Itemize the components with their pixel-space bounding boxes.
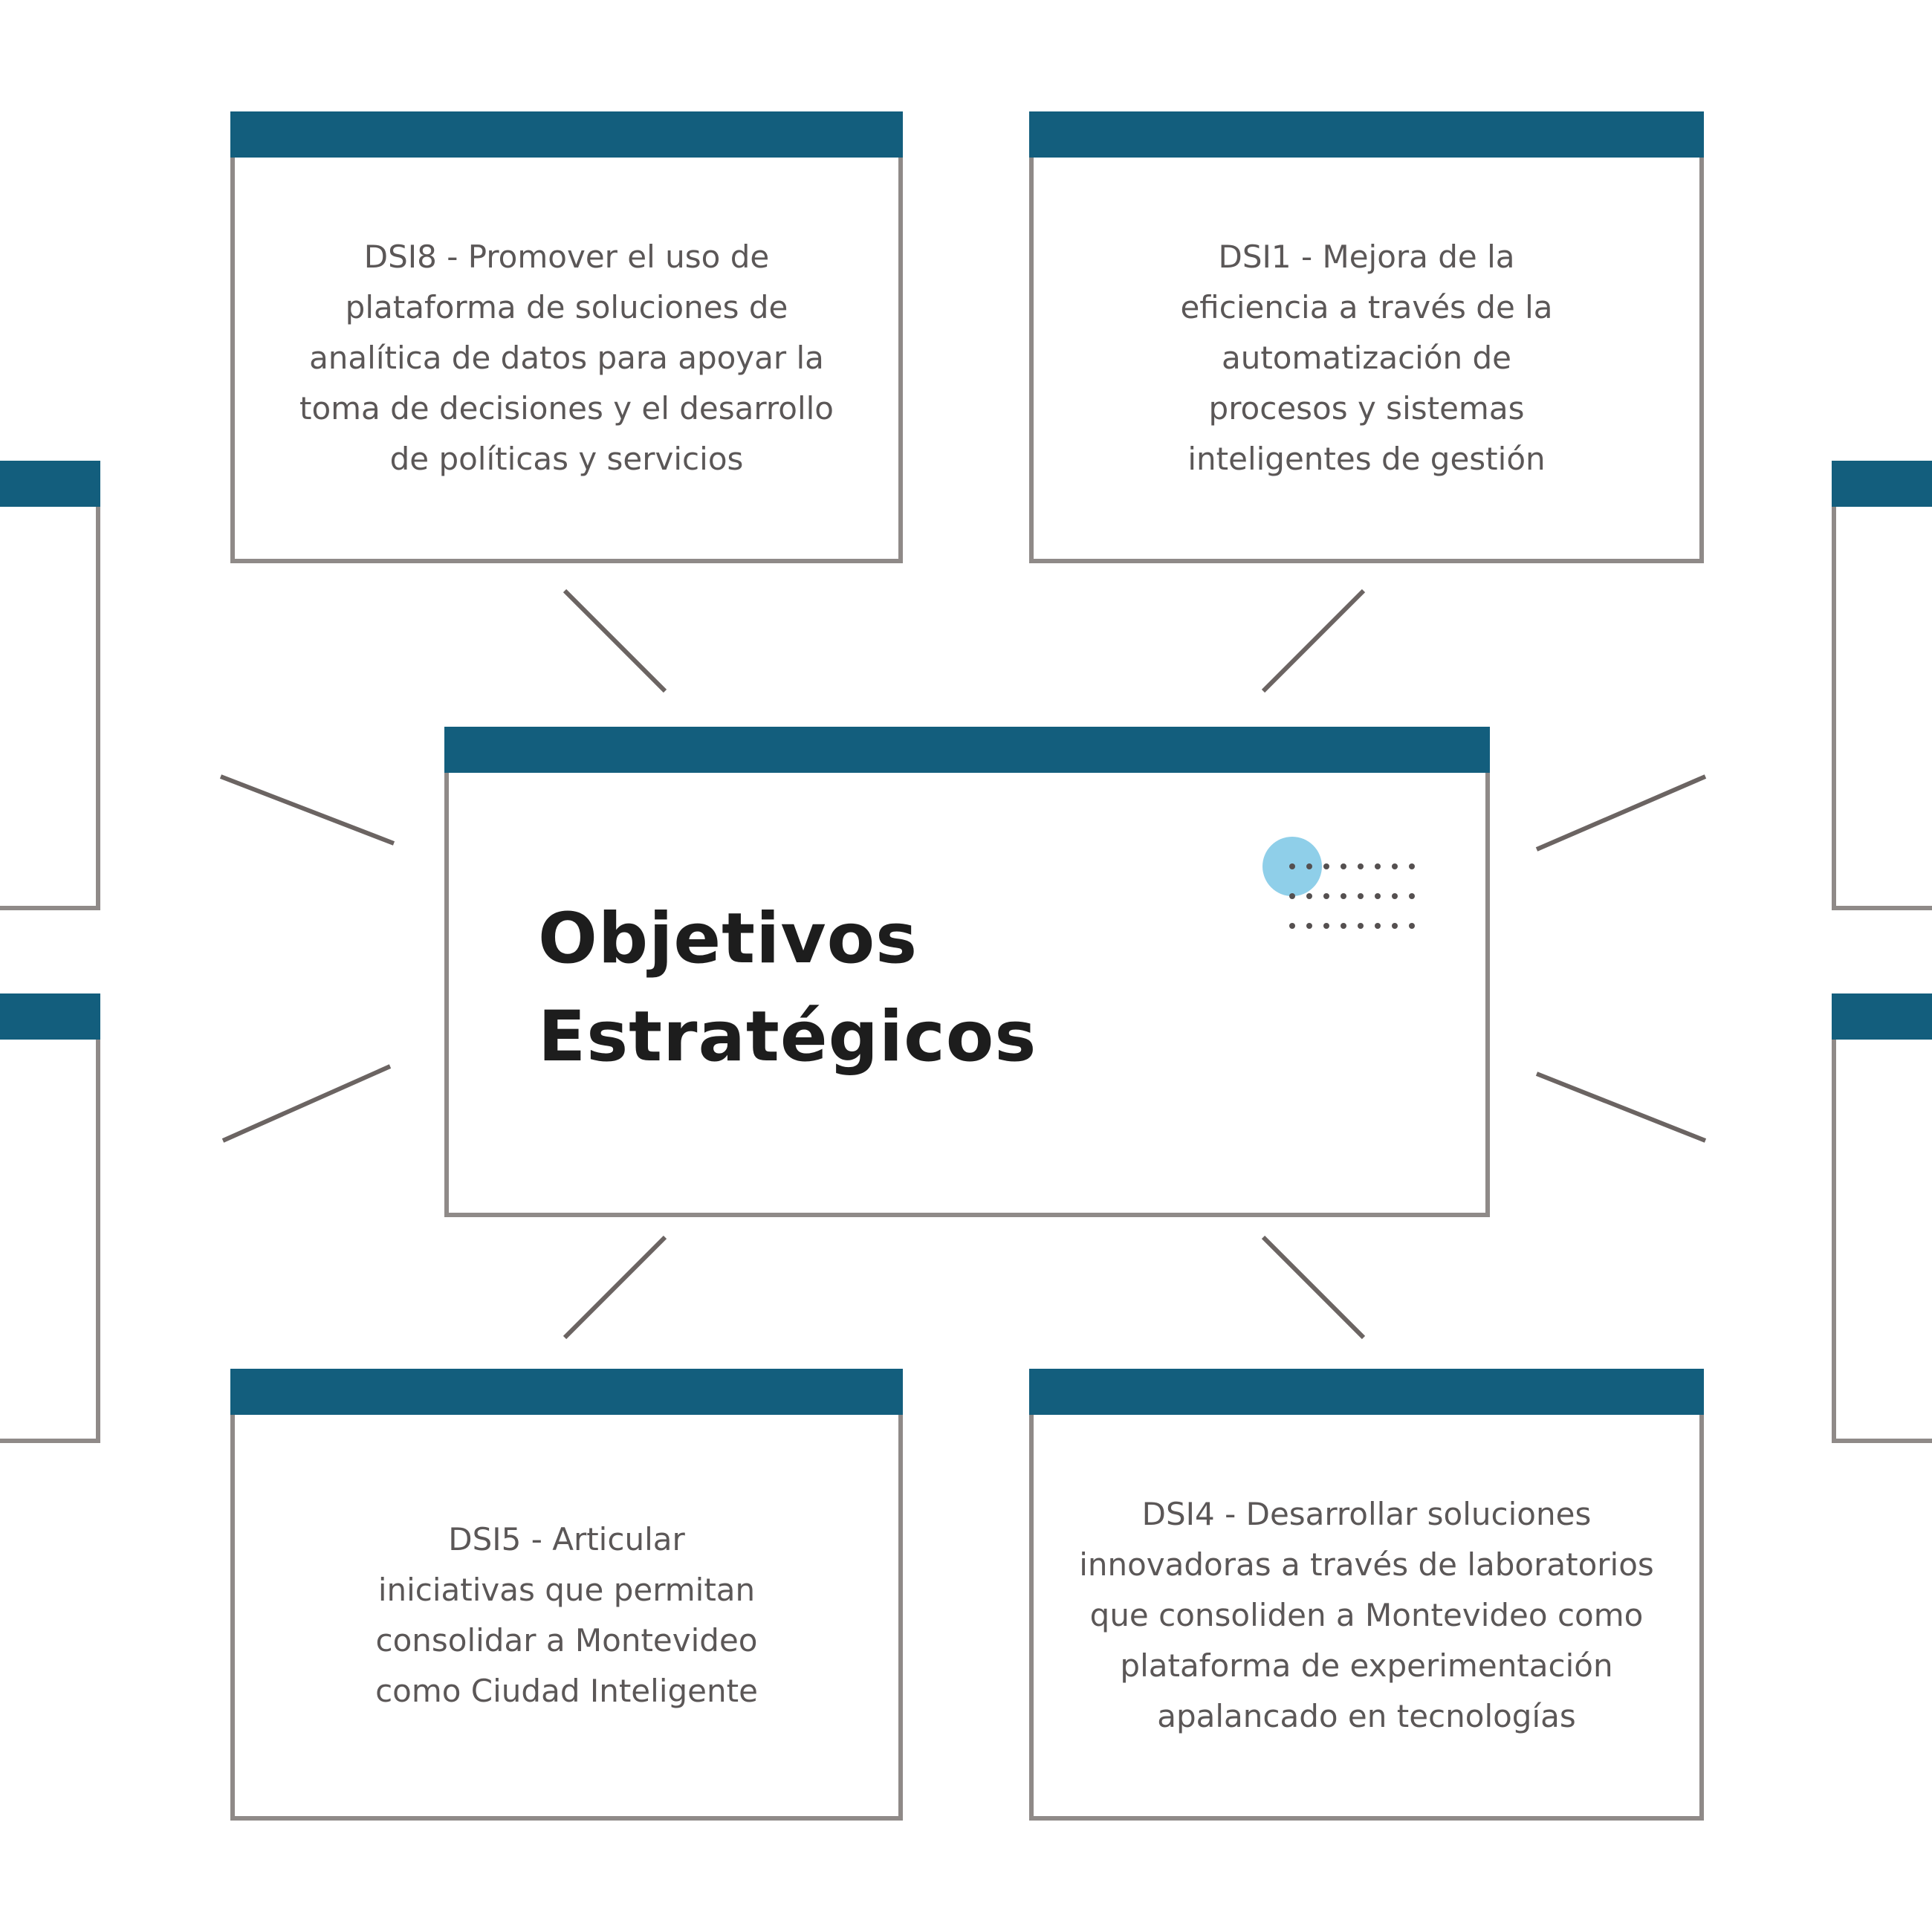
decorative-dot (1409, 863, 1415, 869)
connector-left-upper (219, 774, 395, 846)
card-text: DSI5 - Articular iniciativas que permita… (375, 1521, 758, 1709)
card-header (1029, 1369, 1704, 1415)
connector-bottom-left (563, 1235, 667, 1340)
card-dsi1: DSI1 - Mejora de la eficiencia a través … (1029, 111, 1704, 563)
card-header (1029, 111, 1704, 158)
card-body: DSI8 - Promover el uso de plataforma de … (235, 158, 898, 559)
connector-top-right (1261, 589, 1366, 693)
card-text: DSI1 - Mejora de la eficiencia a través … (1180, 239, 1553, 477)
card-header (0, 461, 100, 507)
card-left-upper-partial (0, 461, 100, 910)
decorative-dot (1289, 863, 1295, 869)
decorative-dot (1341, 893, 1346, 899)
connector-bottom-right (1261, 1235, 1366, 1340)
card-right-upper-partial (1832, 461, 1932, 910)
decorative-dot (1409, 923, 1415, 929)
decorative-dot (1358, 923, 1364, 929)
decorative-dot (1323, 923, 1329, 929)
decorative-dot (1323, 863, 1329, 869)
card-body: DSI4 - Desarrollar soluciones innovadora… (1034, 1415, 1699, 1816)
decorative-dot (1409, 893, 1415, 899)
card-right-lower-partial (1832, 993, 1932, 1443)
decorative-dot (1341, 923, 1346, 929)
decorative-dot (1375, 893, 1381, 899)
card-header (0, 993, 100, 1040)
connector-right-upper (1535, 774, 1707, 852)
card-body: DSI1 - Mejora de la eficiencia a través … (1034, 158, 1699, 559)
connector-left-lower (221, 1064, 392, 1143)
decorative-dot (1341, 863, 1346, 869)
card-left-lower-partial (0, 993, 100, 1443)
decorative-dot (1358, 863, 1364, 869)
title-line-1: Objetivos (538, 898, 918, 979)
decorative-dot (1392, 863, 1398, 869)
decorative-dot (1323, 893, 1329, 899)
decorative-dot (1289, 893, 1295, 899)
decorative-dot (1358, 893, 1364, 899)
card-header (230, 111, 903, 158)
title-line-2: Estratégicos (538, 996, 1037, 1077)
decorative-dot (1306, 863, 1312, 869)
decorative-dot (1306, 923, 1312, 929)
decorative-dot (1392, 893, 1398, 899)
decorative-dot (1392, 923, 1398, 929)
decorative-dot (1375, 863, 1381, 869)
card-header (1832, 993, 1932, 1040)
page-title: Objetivos Estratégicos (538, 890, 1037, 1086)
decorative-dot (1306, 893, 1312, 899)
card-text: DSI8 - Promover el uso de plataforma de … (299, 239, 834, 477)
decorative-dot (1289, 923, 1295, 929)
card-header (1832, 461, 1932, 507)
connector-top-left (563, 589, 667, 693)
card-header (444, 727, 1490, 773)
connector-right-lower (1535, 1072, 1707, 1143)
card-text: DSI4 - Desarrollar soluciones innovadora… (1079, 1496, 1654, 1734)
card-dsi5: DSI5 - Articular iniciativas que permita… (230, 1369, 903, 1821)
card-header (230, 1369, 903, 1415)
card-body: DSI5 - Articular iniciativas que permita… (235, 1415, 898, 1816)
decorative-dot (1375, 923, 1381, 929)
card-dsi8: DSI8 - Promover el uso de plataforma de … (230, 111, 903, 563)
center-card: Objetivos Estratégicos (444, 727, 1490, 1217)
decorative-dot-grid (1262, 837, 1415, 929)
card-dsi4: DSI4 - Desarrollar soluciones innovadora… (1029, 1369, 1704, 1821)
